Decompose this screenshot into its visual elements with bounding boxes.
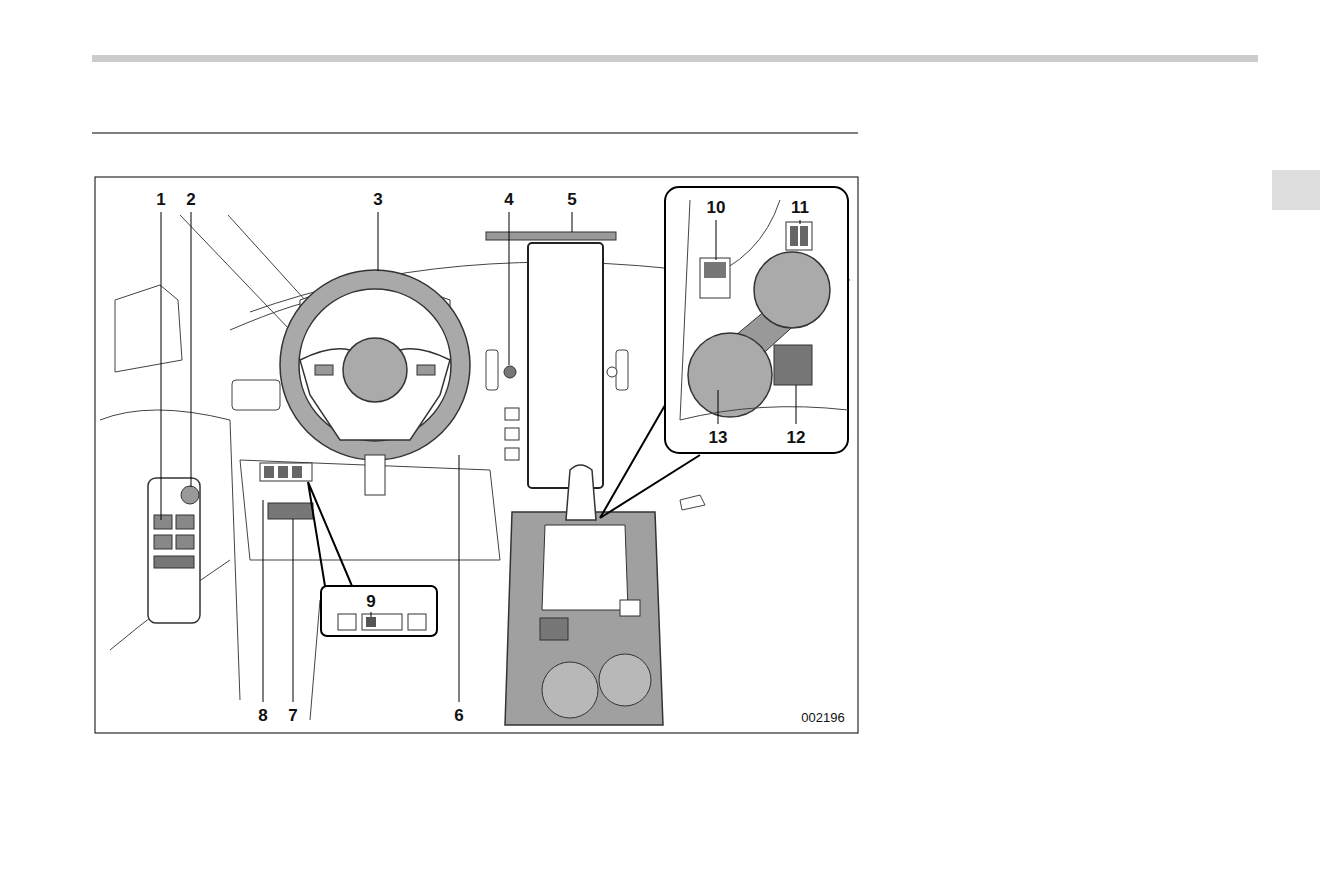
leader-line [191, 212, 192, 487]
leader-line [371, 612, 372, 617]
button [505, 448, 519, 460]
touchscreen [528, 243, 603, 488]
switch-panel [260, 463, 312, 481]
switch [338, 614, 356, 630]
callout-number: 4 [502, 190, 515, 209]
window-switch [176, 535, 194, 549]
glove-detail [680, 495, 705, 510]
window-switch [154, 515, 172, 529]
callout-number: 12 [785, 428, 808, 447]
console-switch [540, 618, 568, 640]
side-mirror [115, 285, 182, 372]
leader-line [293, 519, 294, 702]
inset-frame [321, 586, 437, 636]
under-wheel-switches [260, 463, 437, 636]
callout-number: 10 [705, 198, 728, 217]
wheel-button [315, 365, 333, 375]
air-vent [232, 380, 280, 410]
switch [366, 617, 376, 627]
cup-holder [688, 333, 772, 417]
switch [408, 614, 426, 630]
switch [264, 466, 274, 478]
leader-line [572, 212, 573, 232]
callout-number: 7 [286, 706, 299, 725]
callout-number: 3 [371, 190, 384, 209]
leader-line [378, 212, 379, 271]
callout-number: 1 [154, 190, 167, 209]
steering-wheel [280, 270, 470, 495]
steering-column [365, 455, 385, 495]
dash-trim [486, 232, 616, 240]
shift-lever [566, 465, 596, 520]
tray [774, 345, 812, 385]
heading-rule [92, 133, 858, 134]
window-switch [154, 535, 172, 549]
switch [786, 222, 812, 250]
inset-frame [665, 187, 848, 453]
button [505, 428, 519, 440]
wheel-button [417, 365, 435, 375]
knob [607, 367, 617, 377]
switch [800, 226, 808, 246]
switch [362, 614, 402, 630]
window-switch [176, 515, 194, 529]
a-pillar [228, 215, 305, 300]
leader-line [459, 455, 460, 702]
lower-switch [268, 503, 313, 519]
callout-number: 2 [184, 190, 197, 209]
wheel-inner [299, 289, 451, 441]
air-vent [616, 350, 628, 390]
center-stack [486, 232, 617, 488]
knob [504, 366, 516, 378]
switch [704, 262, 726, 278]
console-edge [680, 407, 848, 420]
floor-line [310, 600, 320, 720]
section-tab [1272, 170, 1320, 210]
leader-line [718, 390, 719, 424]
button [505, 408, 519, 420]
switch [790, 226, 798, 246]
shifter-boot [542, 525, 628, 610]
leader-line [716, 220, 717, 260]
console-inset [665, 187, 848, 453]
leader-line [263, 500, 264, 702]
figure-frame [95, 177, 858, 733]
callout-number: 11 [789, 198, 811, 217]
console-switch [620, 600, 640, 616]
switch [278, 466, 288, 478]
leader-line [509, 212, 510, 365]
inset-leader [308, 482, 352, 586]
header-bar [92, 55, 1258, 62]
switch [700, 258, 730, 298]
leader-line [800, 220, 801, 224]
door-switch-panel [148, 478, 200, 623]
callout-number: 9 [364, 592, 377, 611]
mirror-switch [181, 486, 199, 504]
callout-number: 6 [452, 706, 465, 725]
wheel-rim [280, 270, 470, 460]
door-line [100, 410, 240, 700]
air-vent [486, 350, 498, 390]
callout-number: 5 [565, 190, 578, 209]
leader-line [796, 385, 797, 424]
cup-holder [754, 252, 830, 328]
switch [292, 466, 302, 478]
figure-code: 002196 [799, 710, 846, 725]
armrest-panel [148, 478, 200, 623]
console-body [505, 512, 663, 725]
leader-lines [161, 212, 800, 702]
cup-holder [542, 662, 598, 718]
cup-holder [599, 654, 651, 706]
callout-number: 8 [256, 706, 269, 725]
wheel-hub [343, 338, 407, 402]
callout-number: 13 [707, 428, 730, 447]
leader-line [161, 212, 162, 520]
lock-switch [154, 556, 194, 568]
